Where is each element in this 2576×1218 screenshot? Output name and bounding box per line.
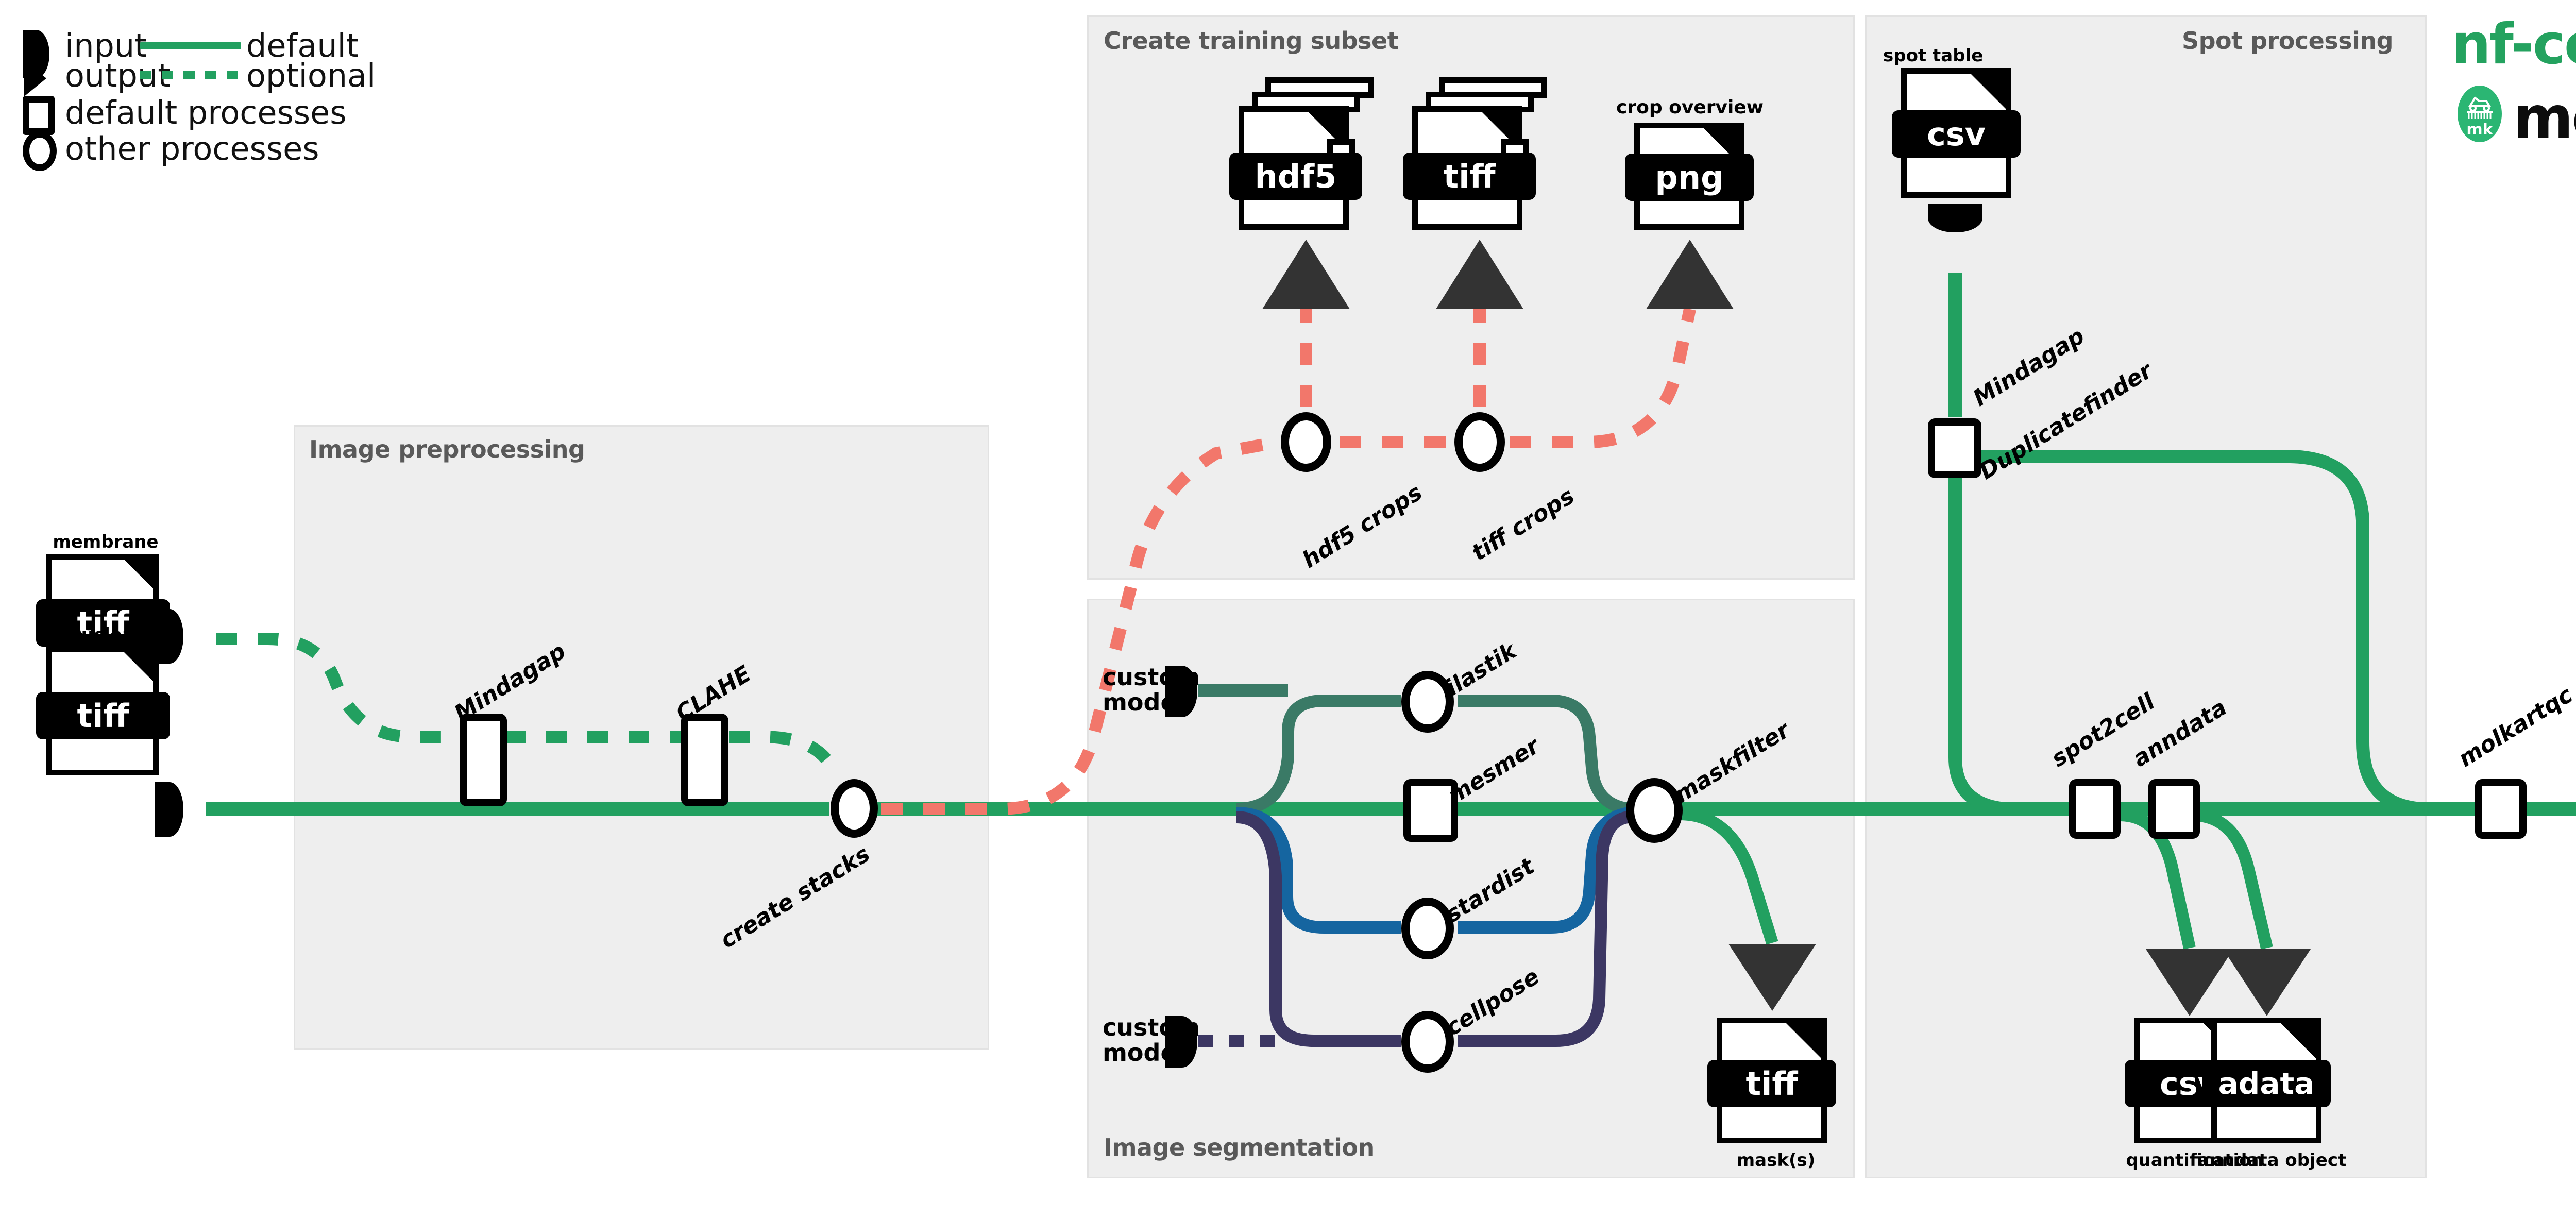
input-port-spot-table	[1928, 204, 1982, 232]
legend-label-other-processes: other processes	[65, 130, 319, 167]
process-node-molkartqc[interactable]	[2475, 779, 2527, 839]
panel-image-preprocessing	[294, 425, 989, 1050]
circle-node-icon	[23, 131, 57, 171]
mk-badge-icon: mk	[2458, 86, 2502, 142]
file-format-badge: hdf5	[1229, 153, 1362, 200]
file-icon-masks-tiff: tiff	[1707, 1018, 1836, 1146]
square-node-icon	[23, 96, 55, 135]
input-caption-membrane: membrane	[53, 532, 159, 552]
file-icon-tiff-crops: tiff	[1403, 77, 1560, 232]
process-node-mesmer[interactable]	[1403, 779, 1458, 842]
file-format-badge: adata	[2202, 1060, 2331, 1107]
input-label-custom-model-top: custom model	[1103, 663, 1200, 716]
solid-line-icon	[140, 42, 241, 49]
panel-title-image-segmentation: Image segmentation	[1104, 1134, 1375, 1161]
process-label-molkartqc: molkartqc	[2453, 682, 2576, 772]
mk-badge-text: mk	[2466, 121, 2493, 139]
file-format-badge: png	[1625, 154, 1754, 201]
process-node-anndata[interactable]	[2148, 779, 2200, 839]
panel-title-spot-processing: Spot processing	[2182, 27, 2394, 55]
legend-label-input: input	[65, 27, 147, 64]
input-caption-nuclear: nuclear	[69, 624, 143, 645]
output-arrow-icon	[24, 60, 46, 97]
file-format-badge: tiff	[1403, 153, 1536, 200]
nf-core-molkart-logo: nf-core/ mk molkart	[2451, 7, 2576, 213]
input-port-custom-model-bottom	[1165, 1016, 1197, 1068]
output-caption-masks: mask(s)	[1736, 1150, 1816, 1171]
input-label-custom-model-bottom: custom model	[1103, 1013, 1200, 1067]
file-format-badge: csv	[1892, 110, 2021, 158]
dotted-line-icon	[140, 71, 241, 79]
process-node-create-stacks[interactable]	[831, 779, 878, 838]
legend-label-optional: optional	[246, 57, 376, 94]
file-format-badge: tiff	[36, 692, 170, 739]
output-caption-crop-overview: crop overview	[1616, 97, 1764, 118]
logo-nf-core-text: nf-core	[2451, 12, 2576, 77]
process-node-spot2cell[interactable]	[2069, 779, 2121, 839]
process-node-hdf5-crops[interactable]	[1281, 412, 1331, 472]
input-port-custom-model-top	[1165, 666, 1197, 717]
file-icon-nuclear-tiff: tiff	[36, 647, 170, 775]
file-format-badge: tiff	[36, 599, 170, 647]
output-caption-quantification: quantification	[2126, 1150, 2264, 1171]
panel-title-create-training-subset: Create training subset	[1104, 27, 1399, 55]
input-caption-spot-table: spot table	[1883, 45, 1984, 66]
file-format-badge: tiff	[1707, 1060, 1836, 1107]
file-icon-anndata-object: adata	[2202, 1018, 2331, 1146]
output-caption-anndata-object: anndata object	[2197, 1150, 2347, 1171]
input-port-nuclear	[155, 782, 183, 837]
process-node-mindagap[interactable]	[460, 714, 507, 806]
file-icon-hdf5-crops: hdf5	[1229, 77, 1386, 232]
process-node-tiff-crops[interactable]	[1454, 412, 1505, 472]
process-node-clahe[interactable]	[681, 714, 728, 806]
input-port-membrane	[155, 609, 183, 664]
legend-label-default: default	[246, 27, 359, 64]
process-node-mindagap-duplicatefinder[interactable]	[1928, 418, 1981, 478]
legend-label-default-processes: default processes	[65, 94, 347, 131]
logo-molkart-text: molkart	[2513, 84, 2576, 151]
file-icon-crop-overview-png: png	[1625, 123, 1754, 231]
panel-title-image-preprocessing: Image preprocessing	[309, 435, 585, 463]
file-icon-spot-table-csv: csv	[1892, 68, 2021, 202]
